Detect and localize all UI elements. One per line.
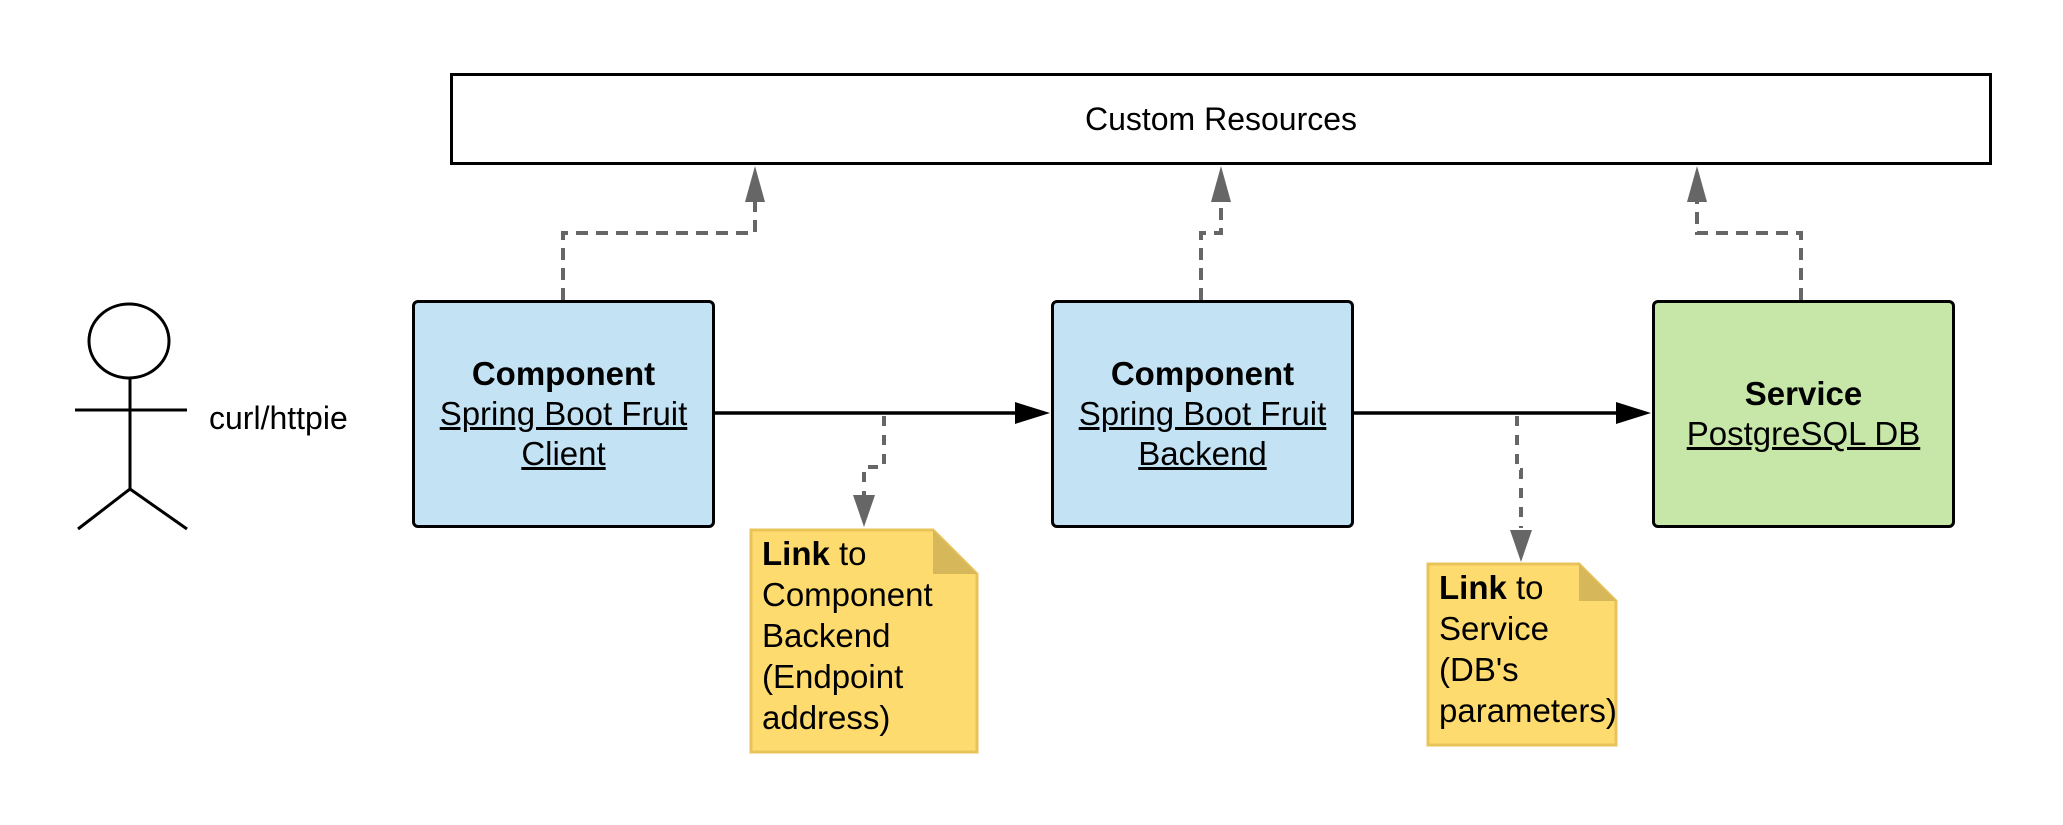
arrowhead-service-cr (1687, 166, 1707, 202)
component-client-kind: Component (471, 355, 656, 392)
connector-client-to-cr (561, 196, 757, 300)
note-backend-line: (Endpoint (762, 658, 904, 695)
note-service-line: Service (1439, 610, 1550, 647)
flow-arrowhead-client-backend (1015, 402, 1050, 424)
flow-arrowhead-backend-service (1616, 402, 1651, 424)
note-service-line: (DB's (1439, 651, 1519, 688)
note-backend-bold: Link (762, 535, 830, 572)
component-backend-box[interactable]: Component Spring Boot Fruit Backend (1051, 300, 1354, 528)
service-kind: Service (1744, 375, 1863, 412)
actor-head (87, 302, 171, 380)
connector-note-service (1515, 416, 1523, 528)
note-service-line: parameters) (1439, 692, 1617, 729)
component-client-box[interactable]: Component Spring Boot Fruit Client (412, 300, 715, 528)
actor-left-leg (77, 487, 131, 531)
note-service-bold: Link (1439, 569, 1507, 606)
actor-right-leg (129, 487, 188, 531)
cr-arrowheads (745, 166, 1707, 202)
service-postgresql-box[interactable]: Service PostgreSQL DB (1652, 300, 1955, 528)
arrowhead-note-service (1510, 530, 1532, 562)
actor-stick-figure (75, 302, 188, 531)
component-backend-name-line1: Spring Boot Fruit (1078, 395, 1327, 432)
note-link-backend-shape (749, 528, 979, 754)
service-name: PostgreSQL DB (1686, 415, 1921, 452)
arrowhead-note-backend (853, 495, 875, 527)
component-client-name-line1: Spring Boot Fruit (439, 395, 688, 432)
component-client-name-line2: Client (521, 435, 606, 472)
cr-connectors (561, 196, 1803, 300)
custom-resources-label: Custom Resources (1084, 100, 1358, 137)
note-link-backend: Link to Component Backend (Endpoint addr… (762, 533, 933, 738)
note-backend-line: address) (762, 699, 891, 736)
note-link-service: Link to Service (DB's parameters) (1439, 567, 1617, 731)
note-connectors (862, 416, 1523, 528)
connector-service-to-cr (1695, 196, 1803, 300)
note-service-rest: to (1506, 569, 1544, 606)
arrowhead-backend-cr (1211, 166, 1231, 202)
note-backend-line: Backend (762, 617, 891, 654)
note-link-service-shape (1426, 562, 1618, 747)
note-backend-rest: to (829, 535, 867, 572)
arrowhead-client-cr (745, 166, 765, 202)
note-backend-line: Component (762, 576, 933, 613)
component-backend-kind: Component (1110, 355, 1295, 392)
connector-note-backend (862, 416, 886, 498)
component-backend-name-line2: Backend (1138, 435, 1267, 472)
actor-label: curl/httpie (209, 400, 348, 436)
custom-resources-box[interactable]: Custom Resources (450, 73, 1992, 165)
connector-backend-to-cr (1199, 196, 1223, 300)
